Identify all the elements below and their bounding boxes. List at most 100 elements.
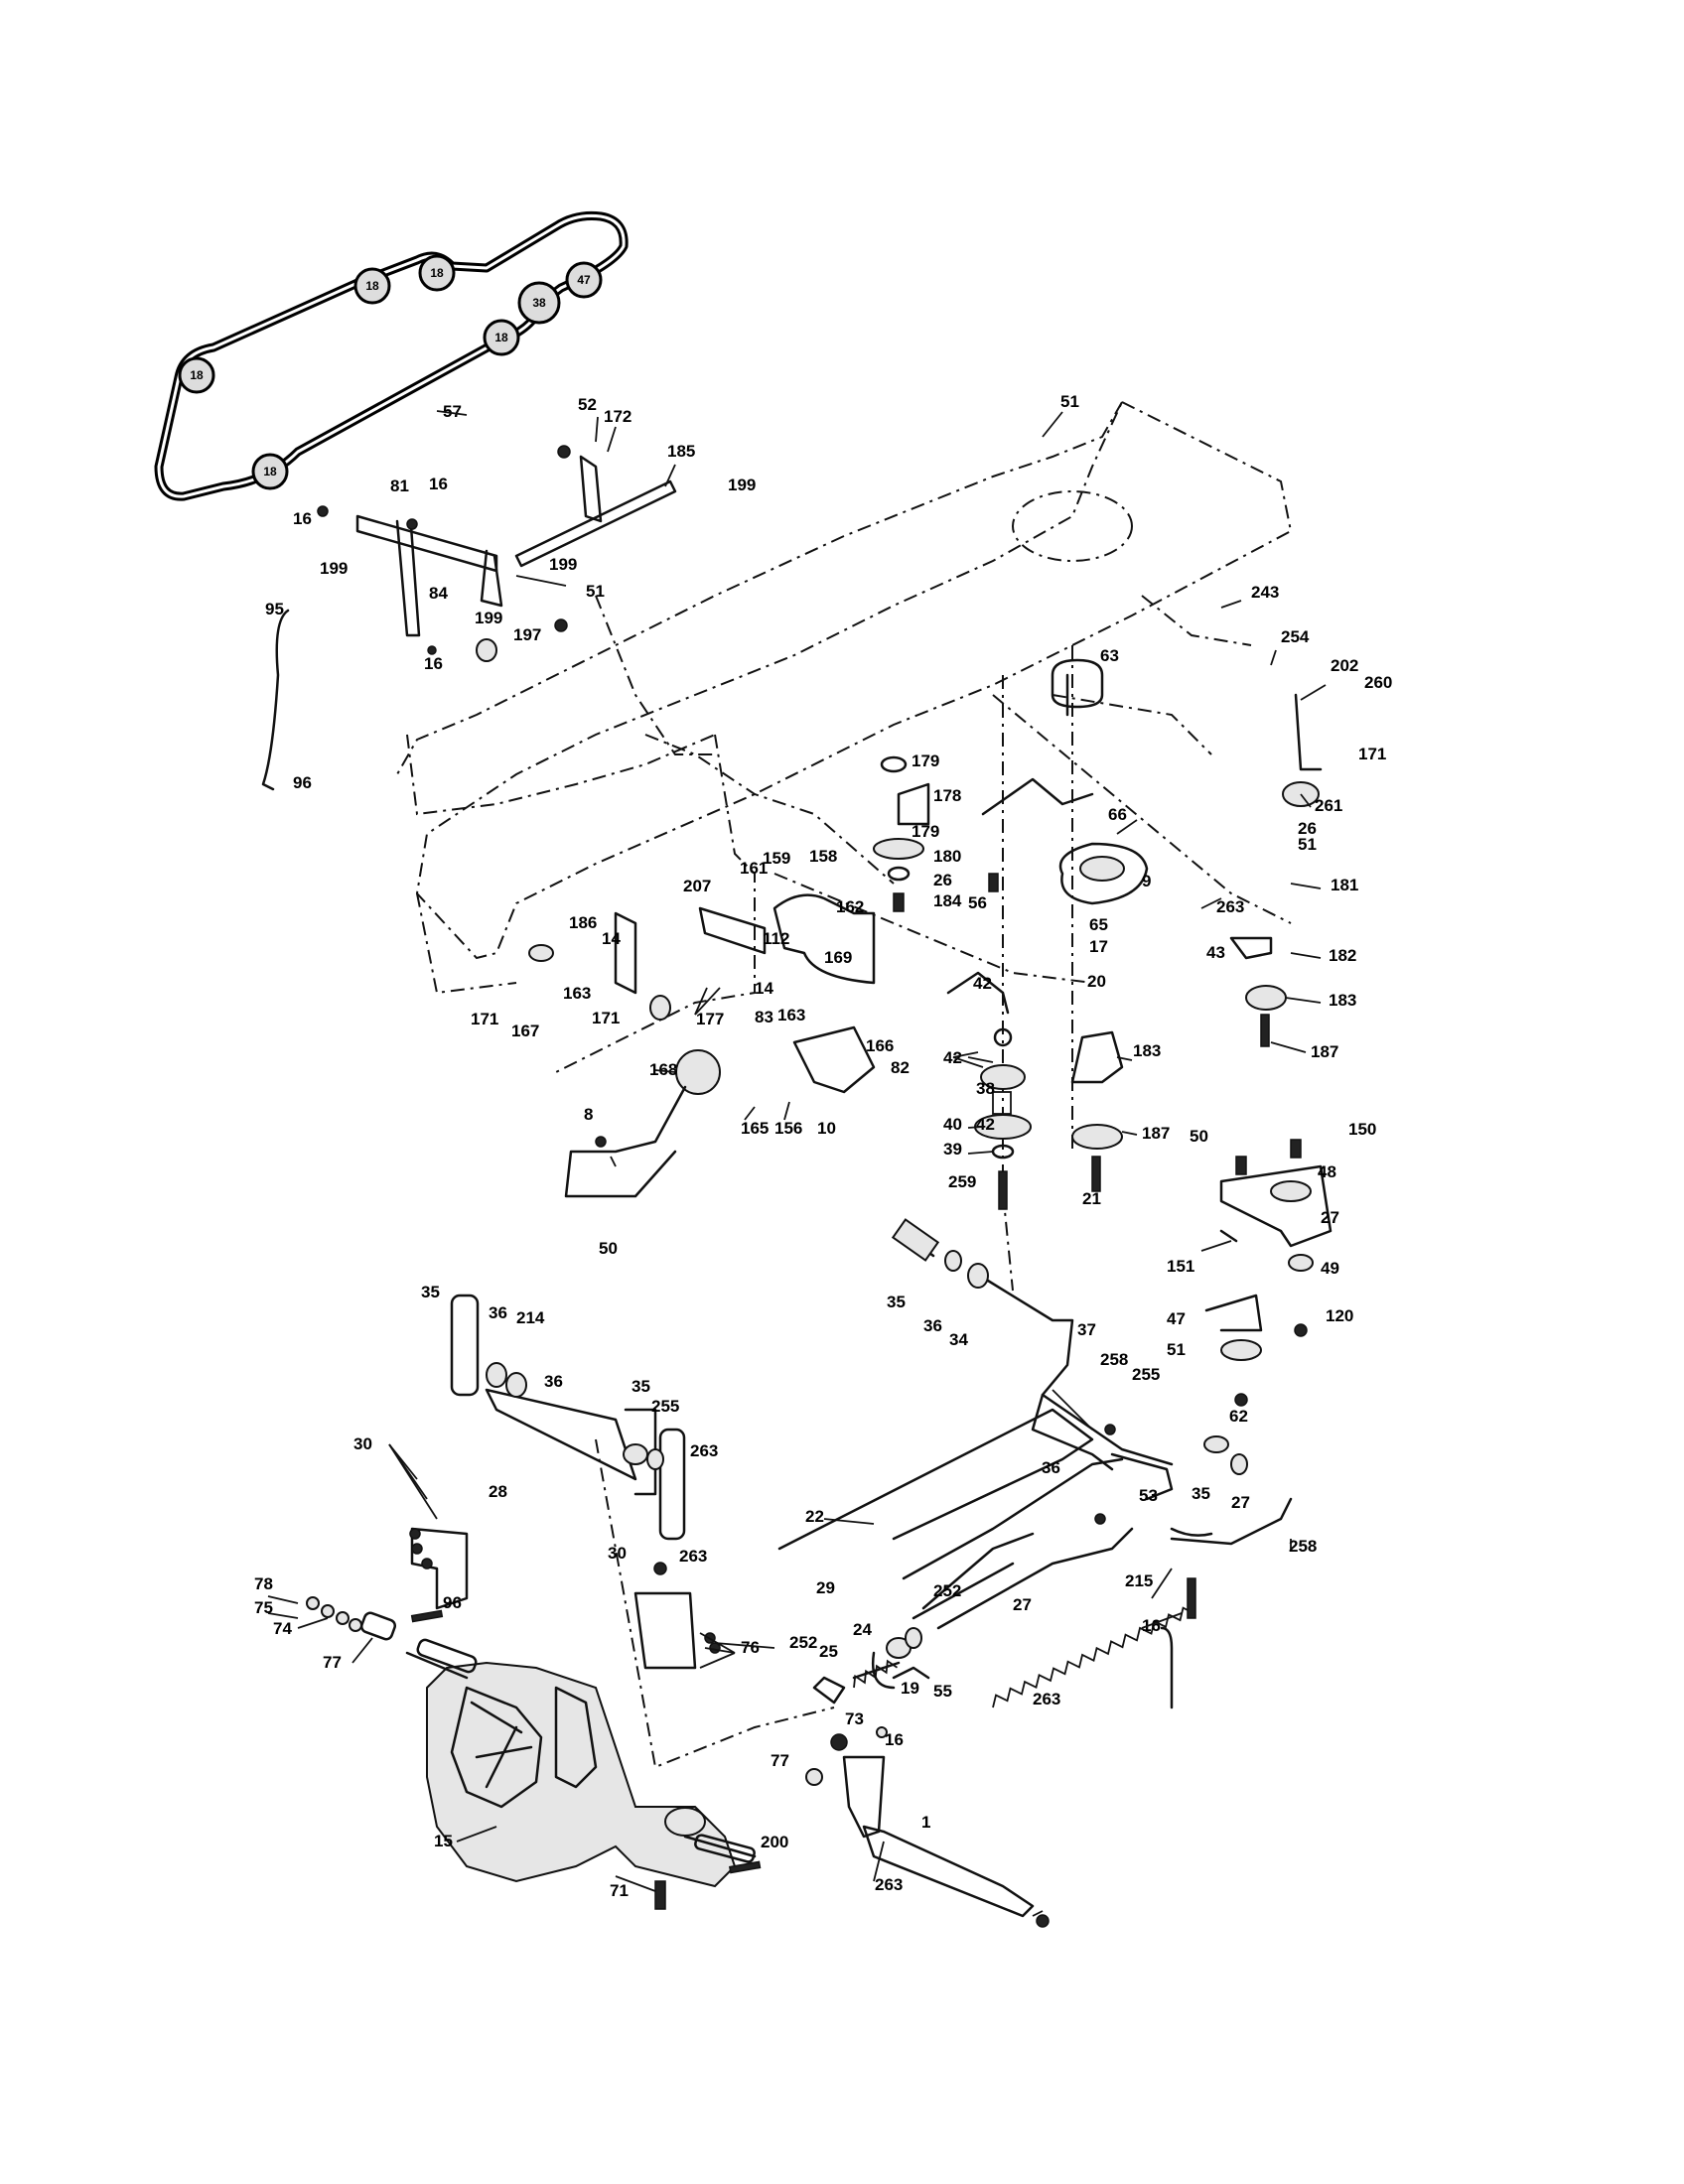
callout: 52 xyxy=(578,395,597,414)
callout: 185 xyxy=(667,442,695,461)
callout: 187 xyxy=(1142,1124,1170,1143)
upper-left-linkage xyxy=(261,445,677,791)
pulley-38: 38 xyxy=(517,281,561,325)
callout: 151 xyxy=(1167,1257,1194,1276)
callout: 186 xyxy=(569,913,597,932)
callout: 42 xyxy=(976,1115,995,1134)
callout: 51 xyxy=(1060,392,1079,411)
callout: 48 xyxy=(1318,1162,1336,1181)
callout: 187 xyxy=(1311,1042,1338,1061)
transaxle xyxy=(306,1596,762,1910)
callout: 16 xyxy=(885,1730,904,1749)
callout: 20 xyxy=(1087,972,1106,991)
callout: 171 xyxy=(592,1009,620,1027)
callout: 177 xyxy=(696,1010,724,1028)
callout: 30 xyxy=(608,1544,627,1563)
callout: 178 xyxy=(933,786,961,805)
callout: 16 xyxy=(429,475,448,493)
callout: 77 xyxy=(323,1653,342,1672)
callout: 43 xyxy=(1206,943,1225,962)
callout: 16 xyxy=(1142,1616,1161,1635)
callout: 66 xyxy=(1108,805,1127,824)
callout: 38 xyxy=(976,1079,995,1098)
callout: 255 xyxy=(651,1397,679,1416)
callout: 22 xyxy=(805,1507,824,1526)
callout: 35 xyxy=(421,1283,440,1301)
callout: 252 xyxy=(789,1633,817,1652)
callout: 36 xyxy=(923,1316,942,1335)
callout: 95 xyxy=(265,600,284,618)
pulley-18-a: 18 xyxy=(178,356,215,394)
pulley-18-e: 18 xyxy=(251,453,289,490)
shift-lever-assembly xyxy=(528,893,876,1198)
callout: 166 xyxy=(866,1036,894,1055)
callout: 27 xyxy=(1231,1493,1250,1512)
callout: 17 xyxy=(1089,937,1108,956)
callout: 168 xyxy=(649,1060,677,1079)
callout: 77 xyxy=(771,1751,789,1770)
callout: 19 xyxy=(901,1679,919,1698)
callout: 56 xyxy=(968,893,987,912)
callout: 84 xyxy=(429,584,448,603)
callout: 34 xyxy=(949,1330,968,1349)
callout: 53 xyxy=(1139,1486,1158,1505)
brake-shaft-linkage xyxy=(450,1294,686,1541)
callout: 42 xyxy=(943,1048,962,1067)
callout: 207 xyxy=(683,877,711,895)
callout: 183 xyxy=(1133,1041,1161,1060)
callout: 1 xyxy=(921,1813,930,1832)
callout: 120 xyxy=(1326,1306,1353,1325)
callout: 159 xyxy=(763,849,790,868)
svg-text:38: 38 xyxy=(532,296,546,310)
callout: 162 xyxy=(836,897,864,916)
callout: 179 xyxy=(912,751,939,770)
callout: 55 xyxy=(933,1682,952,1701)
callout: 263 xyxy=(1216,897,1244,916)
callout: 63 xyxy=(1100,646,1119,665)
callout: 26 xyxy=(933,871,952,889)
callout: 82 xyxy=(891,1058,910,1077)
callout: 47 xyxy=(1167,1309,1186,1328)
pulley-47: 47 xyxy=(565,261,603,299)
callout: 37 xyxy=(1077,1320,1096,1339)
tractor-frame xyxy=(396,400,1293,1769)
callout: 76 xyxy=(741,1638,760,1657)
callout: 252 xyxy=(933,1581,961,1600)
shift-rods xyxy=(777,1218,1293,1630)
callout: 26 xyxy=(1298,819,1317,838)
callout: 260 xyxy=(1364,673,1392,692)
callout: 182 xyxy=(1329,946,1356,965)
svg-text:18: 18 xyxy=(365,279,379,293)
callout: 263 xyxy=(875,1875,903,1894)
callout: 96 xyxy=(293,773,312,792)
callout: 184 xyxy=(933,891,962,910)
callout: 161 xyxy=(740,859,768,878)
callout: 14 xyxy=(602,929,621,948)
callout: 57 xyxy=(443,402,462,421)
callout: 24 xyxy=(853,1620,872,1639)
callout: 35 xyxy=(887,1293,906,1311)
callout: 10 xyxy=(817,1119,836,1138)
callout: 51 xyxy=(586,582,605,601)
callout: 51 xyxy=(1298,835,1317,854)
svg-text:18: 18 xyxy=(494,331,508,344)
callout: 150 xyxy=(1348,1120,1376,1139)
callout: 258 xyxy=(1289,1537,1317,1556)
callout: 243 xyxy=(1251,583,1279,602)
callout: 50 xyxy=(1190,1127,1208,1146)
callout: 199 xyxy=(728,476,756,494)
callout: 73 xyxy=(845,1709,864,1728)
svg-text:18: 18 xyxy=(190,368,204,382)
callout: 200 xyxy=(761,1833,788,1851)
callout: 214 xyxy=(516,1308,545,1327)
callout: 167 xyxy=(511,1022,539,1040)
callout-labels: 52 172 185 199 81 16 16 199 199 84 199 1… xyxy=(254,392,1392,1900)
callout: 165 xyxy=(741,1119,769,1138)
callout: 163 xyxy=(777,1006,805,1024)
callout: 96 xyxy=(443,1593,462,1612)
callout: 30 xyxy=(353,1434,372,1453)
callout: 16 xyxy=(293,509,312,528)
callout: 156 xyxy=(774,1119,802,1138)
callout: 50 xyxy=(599,1239,618,1258)
